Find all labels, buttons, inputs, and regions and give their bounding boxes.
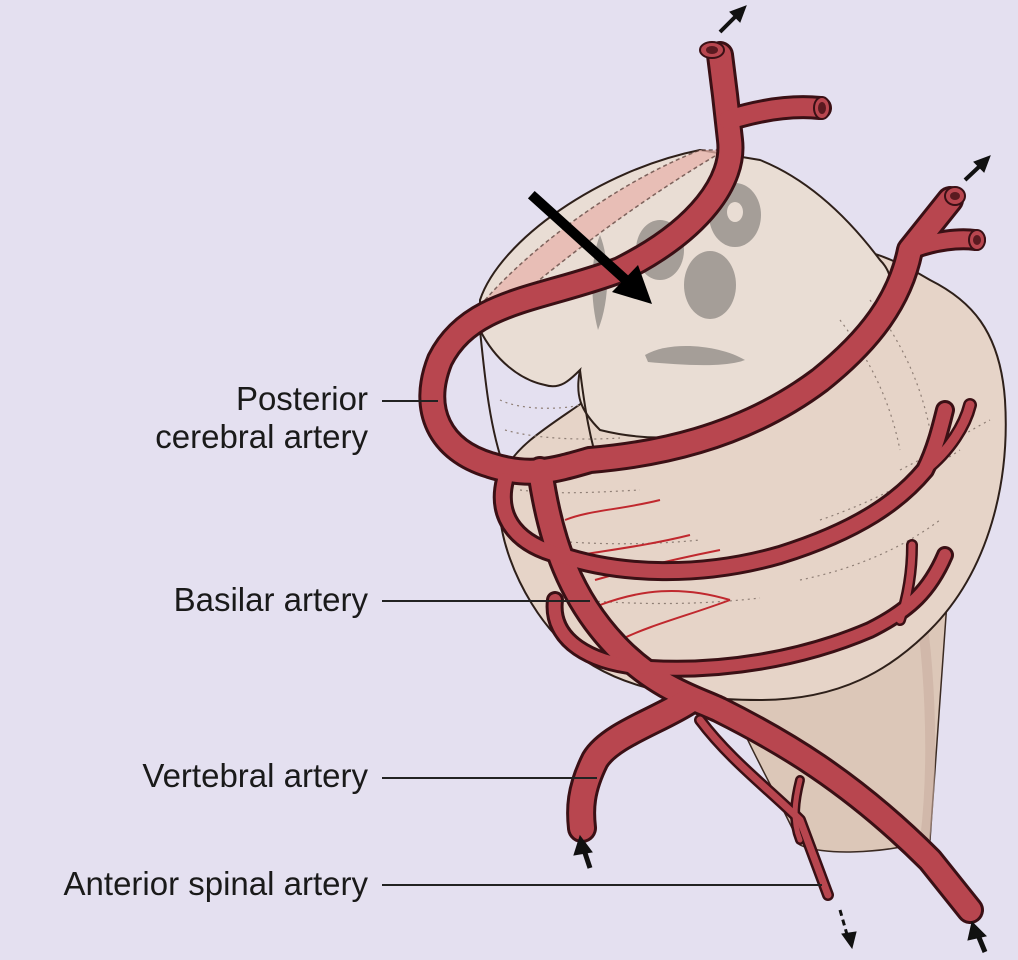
midbrain-nuclei [592, 183, 761, 366]
label-posterior-line1: Posterior [235, 380, 368, 417]
leader-vertebral [382, 777, 597, 779]
leader-posterior [382, 400, 438, 402]
vessel-cut-ends [699, 41, 986, 251]
label-posterior-line2: cerebral artery [155, 418, 368, 455]
leader-basilar [382, 600, 590, 602]
label-vertebral-artery: Vertebral artery [142, 757, 368, 794]
vertebral-artery [569, 688, 702, 840]
flow-arrows [573, 5, 991, 953]
posterior-cerebral-artery [421, 44, 961, 483]
label-posterior-cerebral-artery: Posterior cerebral artery [100, 380, 368, 456]
label-basilar-artery: Basilar artery [173, 581, 368, 618]
leader-anterior-spinal [382, 884, 822, 886]
label-anterior-spinal-artery: Anterior spinal artery [63, 865, 368, 902]
pontine-artery [548, 549, 951, 675]
arteries [421, 44, 983, 921]
lesion-pointer-arrow [527, 190, 652, 304]
